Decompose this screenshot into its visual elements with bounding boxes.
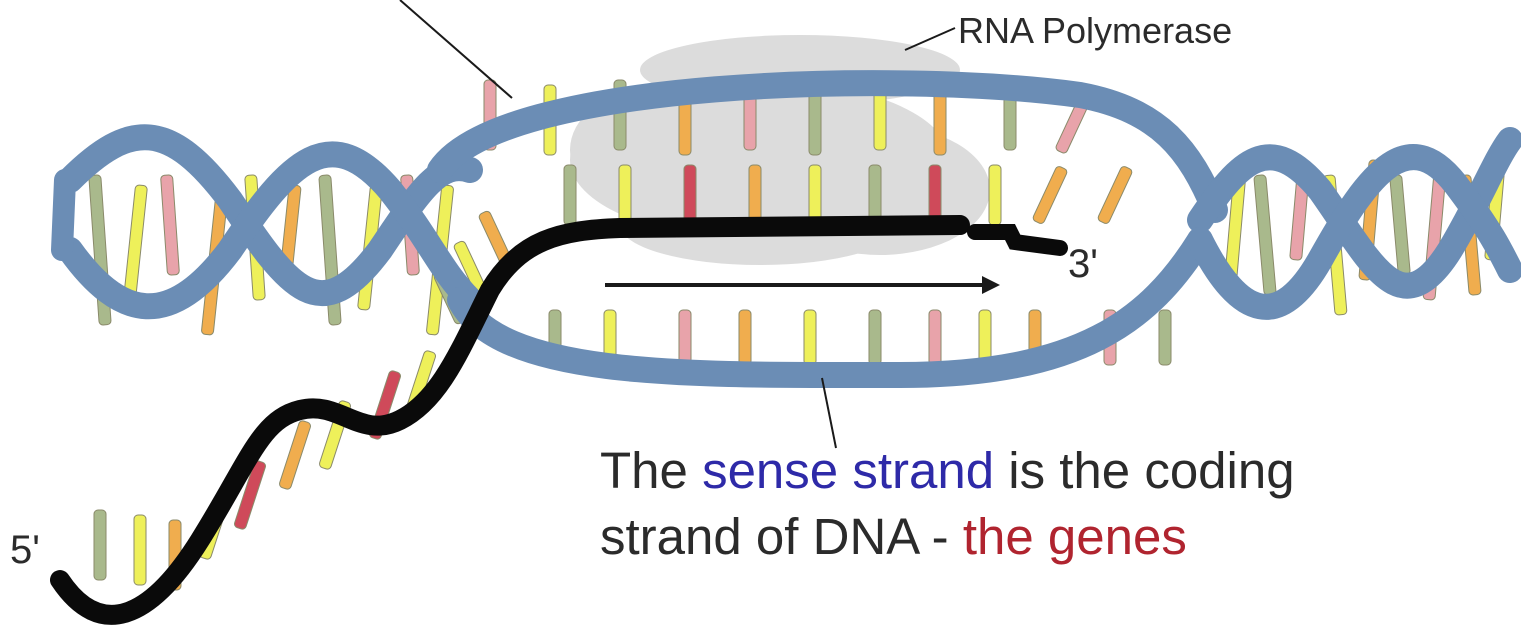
nucleotide-base bbox=[94, 510, 106, 580]
nucleotide-base bbox=[679, 310, 691, 365]
nucleotide-base bbox=[564, 165, 576, 225]
nucleotide-base bbox=[929, 310, 941, 365]
caption-line-2: strand of DNA - the genes bbox=[600, 504, 1295, 570]
nucleotide-base bbox=[804, 310, 816, 365]
pointer-line-template-strand bbox=[400, 0, 512, 98]
sense-strand-term: sense strand bbox=[702, 442, 994, 499]
nucleotide-base bbox=[1390, 175, 1411, 276]
nucleotide-base bbox=[1097, 165, 1133, 224]
dna-backbone-right-helix bbox=[1200, 140, 1510, 307]
caption-text: is the coding bbox=[994, 442, 1295, 499]
caption-text: strand of DNA - bbox=[600, 508, 963, 565]
dna-backbone-left-helix bbox=[62, 137, 470, 306]
pointer-line-polymerase bbox=[905, 28, 955, 50]
nucleotide-base bbox=[989, 165, 1001, 225]
genes-term: the genes bbox=[963, 508, 1187, 565]
nucleotide-base bbox=[869, 310, 881, 365]
caption-line-1: The sense strand is the coding bbox=[600, 438, 1295, 504]
nucleotide-base bbox=[1254, 175, 1276, 296]
nucleotide-base bbox=[684, 165, 696, 225]
nucleotide-base bbox=[619, 165, 631, 225]
caption-text: The bbox=[600, 442, 702, 499]
sense-strand-caption: The sense strand is the coding strand of… bbox=[600, 438, 1295, 570]
three-prime-end-label: 3' bbox=[1068, 242, 1098, 287]
nucleotide-base bbox=[161, 175, 180, 276]
nucleotide-base bbox=[278, 420, 311, 490]
five-prime-end-label: 5' bbox=[10, 528, 40, 573]
nucleotide-base bbox=[134, 515, 146, 585]
rna-transcript-bases bbox=[94, 350, 437, 590]
nucleotide-base bbox=[809, 165, 821, 225]
nucleotide-base bbox=[739, 310, 751, 365]
nucleotide-base bbox=[749, 165, 761, 225]
nucleotide-base bbox=[1032, 165, 1068, 224]
transcription-direction-arrow bbox=[605, 276, 1000, 294]
rna-polymerase-label: RNA Polymerase bbox=[958, 10, 1232, 52]
nucleotide-base bbox=[1159, 310, 1171, 365]
rna-transcript-tip bbox=[975, 232, 1060, 248]
